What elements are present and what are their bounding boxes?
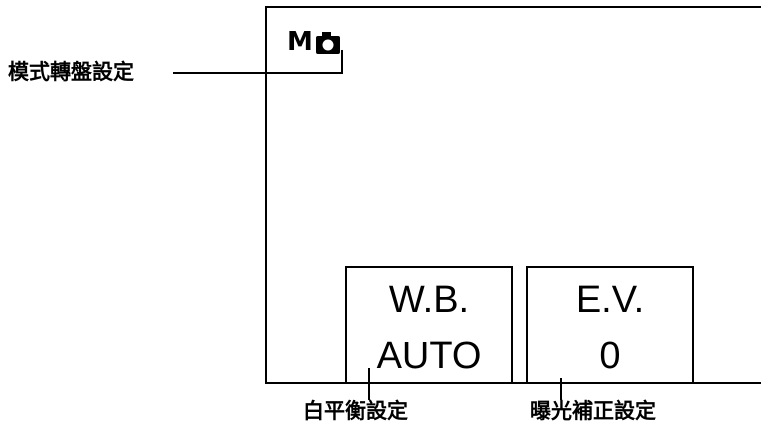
mode-indicator: M bbox=[287, 27, 340, 57]
mode-dial-label: 模式轉盤設定 bbox=[8, 60, 134, 84]
exposure-compensation-label: 曝光補正設定 bbox=[530, 399, 656, 423]
white-balance-title: W.B. bbox=[388, 279, 470, 321]
mode-letter: M bbox=[287, 27, 313, 57]
exposure-title: E.V. bbox=[575, 279, 645, 321]
mode-dial-leader-vertical bbox=[341, 50, 343, 74]
white-balance-label: 白平衡設定 bbox=[303, 399, 408, 423]
white-balance-value: AUTO bbox=[376, 335, 482, 377]
camera-icon bbox=[315, 31, 340, 54]
camera-screen bbox=[265, 6, 761, 384]
exposure-box: E.V. 0 bbox=[526, 266, 694, 384]
exposure-value: 0 bbox=[599, 335, 621, 377]
white-balance-box: W.B. AUTO bbox=[345, 266, 513, 384]
white-balance-leader bbox=[368, 368, 370, 400]
mode-dial-leader-horizontal bbox=[173, 72, 343, 74]
exposure-leader bbox=[560, 378, 562, 400]
